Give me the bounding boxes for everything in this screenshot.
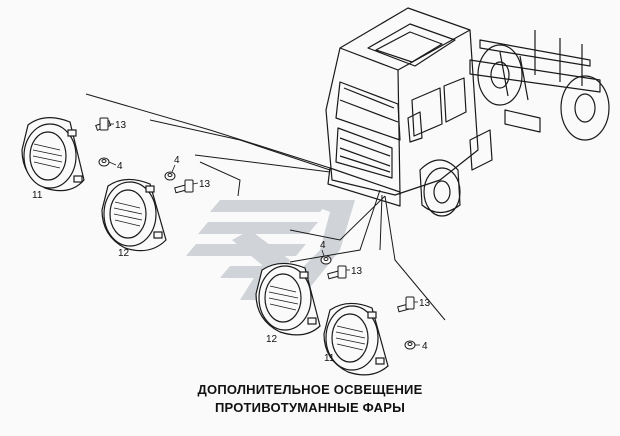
fasteners [95,117,416,350]
callout-nut-a: 4 [117,161,123,172]
logo-watermark [186,200,355,300]
fog-lamp-left-top [21,117,85,192]
nut-b [164,171,176,181]
callout-lamp-right-top: 12 [266,334,278,345]
fog-lamp-left-bottom [101,178,167,252]
bolt-c [327,265,347,280]
callout-bolt-a: 13 [115,120,127,131]
callout-nut-d: 4 [422,341,428,352]
callout-bolt-b: 13 [199,179,211,190]
bolt-a [95,117,112,131]
nut-a [98,157,110,167]
callout-lamp-left-bottom: 12 [118,248,130,259]
leader-lines [85,93,446,321]
truck [325,7,610,217]
callout-ticks [108,123,420,346]
callout-bolt-c: 13 [351,266,363,277]
callout-nut-b: 4 [174,155,180,166]
fog-lamp-right-top [255,262,321,336]
callout-bolt-d: 13 [419,298,431,309]
callout-lamp-right-bottom: 11 [324,353,335,364]
caption-line-2: ПРОТИВОТУМАННЫЕ ФАРЫ [214,400,405,415]
callout-nut-c: 4 [320,240,326,251]
nut-c [320,255,332,265]
caption-line-1: ДОПОЛНИТЕЛЬНОЕ ОСВЕЩЕНИЕ [197,382,423,397]
fog-lamp-right-bottom [323,302,389,376]
nut-d [404,340,416,350]
callout-lamp-left-top: 11 [32,190,43,201]
bolt-b [174,179,194,194]
bolt-d [397,296,415,313]
